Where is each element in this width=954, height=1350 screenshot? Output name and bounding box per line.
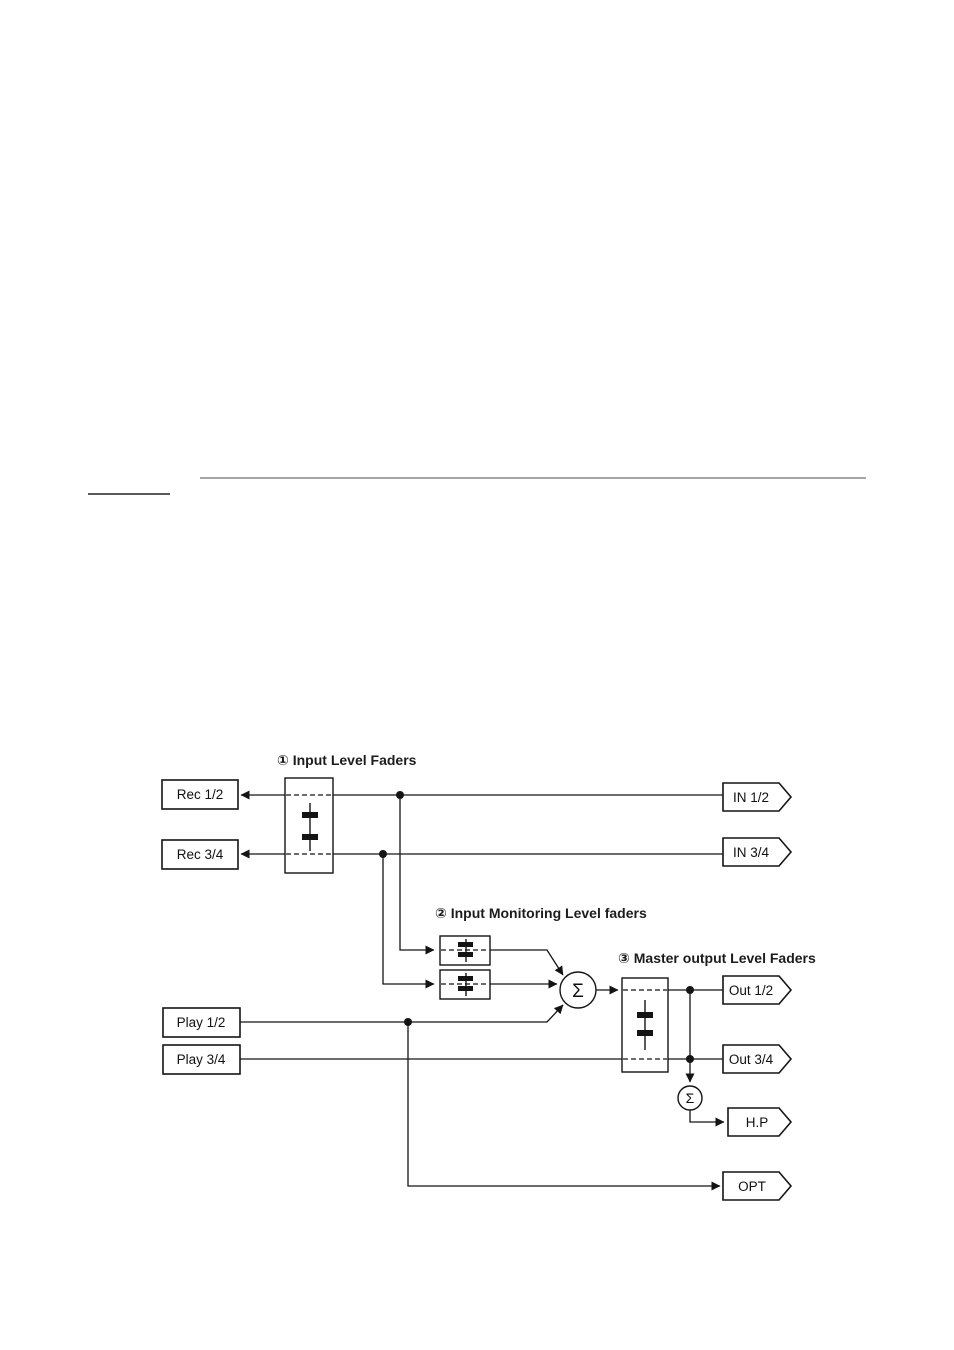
hp-label: H.P [746,1115,769,1130]
monitor-fader-b-handle-2 [458,986,473,991]
play12-to-sum-line [240,1004,564,1023]
out-1-2-connector [722,975,793,1005]
tap-in12-to-monitor-a [399,795,435,955]
input-faders-label: ① Input Level Faders [277,752,417,768]
in-3-4-label: IN 3/4 [733,845,770,860]
rec-1-2-box [161,779,239,810]
hp-connector [727,1107,793,1137]
play-1-2-box [162,1007,241,1038]
monitor-fader-a-handle-2 [458,952,473,957]
input-fader-handle-2 [302,834,318,840]
input-fader-block [284,777,334,874]
sum-hp-symbol: Σ [686,1090,695,1106]
monitor-fader-b-handle-1 [458,976,473,981]
opt-label: OPT [738,1179,766,1194]
master-fader-handle-2 [637,1030,653,1036]
play-3-4-label: Play 3/4 [177,1052,226,1067]
play12-to-opt-line [407,1022,721,1191]
sum-main-symbol: Σ [572,981,584,1002]
master-fader-block-frame [621,977,669,1073]
out-3-4-label: Out 3/4 [729,1052,774,1067]
in-1-2-connector [722,782,793,812]
monitor-fader-a-handle-1 [458,942,473,947]
in-3-4-connector [722,837,793,867]
master-faders-label: ③ Master output Level Faders [618,950,816,966]
sum-hp-to-hp-line [689,1110,725,1127]
play-1-2-label: Play 1/2 [177,1015,226,1030]
monitor-fader-a [439,935,491,966]
play-3-4-box [162,1044,241,1075]
rec-3-4-label: Rec 3/4 [177,847,224,862]
out-3-4-connector [722,1044,793,1074]
rec-3-4-box [161,839,239,870]
tap-in34-to-monitor-b [382,854,435,989]
in-1-2-label: IN 1/2 [733,790,769,805]
rec-1-2-label: Rec 1/2 [177,787,224,802]
monitor-a-to-sum-line [490,949,564,976]
input-fader-handle-1 [302,812,318,818]
monitoring-faders-label: ② Input Monitoring Level faders [435,905,647,921]
input-fader-block-frame [284,777,334,874]
master-fader-handle-1 [637,1012,653,1018]
opt-connector [722,1171,793,1201]
out-1-2-label: Out 1/2 [729,983,773,998]
master-fader-block [621,977,669,1073]
monitor-fader-b [439,969,491,1000]
